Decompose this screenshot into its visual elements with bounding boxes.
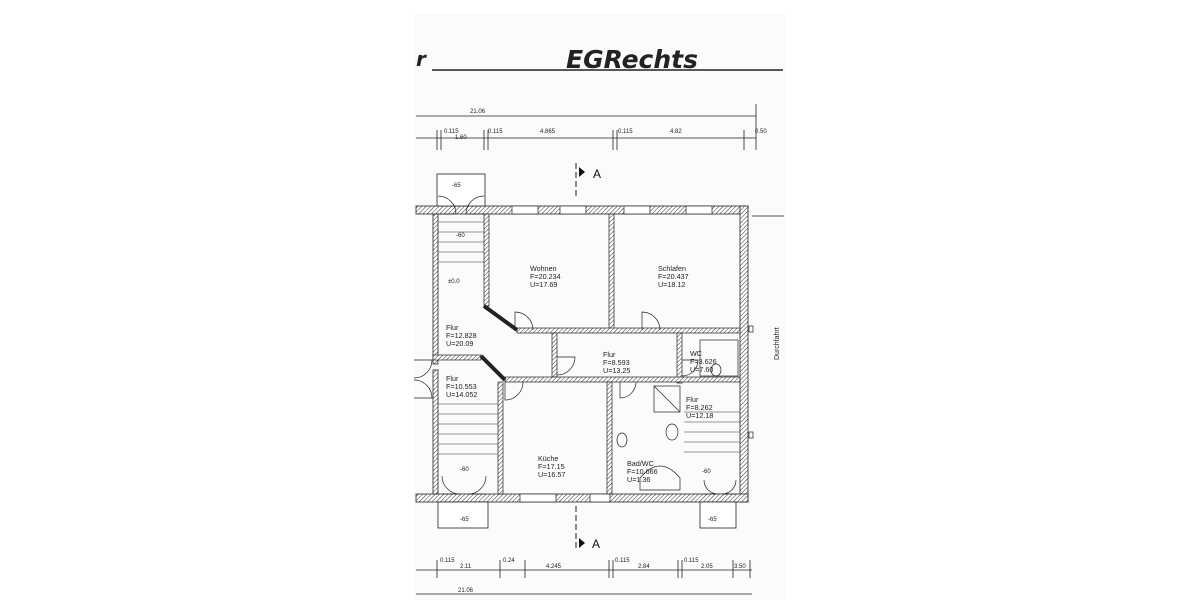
svg-text:F=12.828: F=12.828 [446, 331, 477, 340]
top-overall-dimension: 21.06 [470, 109, 486, 115]
bath-fixtures [616, 339, 739, 491]
top-dim-2: 1.60 [455, 135, 467, 141]
svg-text:U=7.60: U=7.60 [690, 365, 713, 374]
svg-text:F=8.262: F=8.262 [686, 403, 713, 412]
svg-text:WC: WC [690, 349, 702, 358]
section-marker-bottom: A [575, 506, 600, 551]
room-flur-4: Flur F=8.262 U=12.18 [686, 395, 713, 420]
svg-text:A: A [593, 167, 601, 181]
bottom-dim-3: 0.24 [503, 558, 515, 564]
svg-text:A: A [592, 537, 600, 551]
landing-top: -65 [436, 173, 486, 207]
angled-wall-lower [479, 354, 507, 382]
bottom-dimension-chain [416, 560, 752, 595]
svg-text:F=3.626: F=3.626 [690, 357, 717, 366]
top-dim-5: 0.115 [618, 129, 633, 135]
bottom-dim-5: 0.115 [615, 558, 630, 564]
bottom-dim-9: 3.50 [734, 564, 746, 570]
top-dim-3: 0.115 [488, 129, 503, 135]
svg-text:U=17.69: U=17.69 [530, 280, 557, 289]
landing-bottom-right: -65 [699, 501, 737, 529]
svg-text:F=10.666: F=10.666 [627, 467, 658, 476]
driveway-label: Durchfahrt [774, 327, 781, 360]
room-wc: WC F=3.626 U=7.60 [690, 349, 717, 374]
svg-text:F=20.437: F=20.437 [658, 272, 689, 281]
room-flur-2: Flur F=8.593 U=13.25 [603, 350, 630, 375]
bottom-windows [519, 493, 611, 503]
level-bottom-right-stair: -60 [702, 469, 711, 475]
svg-text:Wohnen: Wohnen [530, 264, 557, 273]
title-handwritten: EGRechts [566, 45, 698, 74]
landing-bottom-left: -65 [437, 501, 489, 529]
svg-text:Schlafen: Schlafen [658, 264, 686, 273]
bottom-dim-6: 2.84 [638, 564, 650, 570]
svg-text:U=13.25: U=13.25 [603, 366, 630, 375]
svg-text:Flur: Flur [686, 395, 699, 404]
room-bad-wc: Bad/WC F=10.666 U=1.36 [627, 459, 658, 484]
room-flur-3: Flur F=10.553 U=14.052 [446, 374, 477, 399]
level-top-hall: ±0.0 [448, 279, 460, 285]
bottom-dim-7: 0.115 [684, 558, 699, 564]
svg-text:U=1.36: U=1.36 [627, 475, 650, 484]
bottom-dim-8: 2.05 [701, 564, 713, 570]
stairs-top [438, 221, 484, 263]
svg-text:U=20.09: U=20.09 [446, 339, 473, 348]
svg-text:Flur: Flur [446, 323, 459, 332]
top-dim-4: 4.865 [540, 129, 556, 135]
svg-text:-65: -65 [708, 517, 717, 523]
svg-text:F=20.234: F=20.234 [530, 272, 561, 281]
room-flur-1: Flur F=12.828 U=20.09 [446, 323, 477, 348]
svg-text:F=10.553: F=10.553 [446, 382, 477, 391]
stairs-bottom-right [684, 411, 740, 453]
top-dim-1: 0.115 [444, 129, 459, 135]
stairs-bottom-left [438, 403, 498, 455]
title-fragment: r [416, 47, 427, 71]
bottom-dim-2: 2.11 [460, 564, 472, 570]
driveway-marks [748, 215, 784, 439]
room-wohnen: Wohnen F=20.234 U=17.69 [530, 264, 561, 289]
svg-text:U=12.18: U=12.18 [686, 411, 713, 420]
svg-text:F=17.15: F=17.15 [538, 462, 565, 471]
svg-text:F=8.593: F=8.593 [603, 358, 630, 367]
room-schlafen: Schlafen F=20.437 U=18.12 [658, 264, 689, 289]
door-swings [413, 195, 737, 495]
svg-text:Flur: Flur [446, 374, 459, 383]
level-bottom-left-stair: -60 [460, 467, 469, 473]
svg-text:Bad/WC: Bad/WC [627, 459, 654, 468]
room-kueche: Küche F=17.15 U=16.57 [538, 454, 565, 479]
bottom-dim-1: 0.115 [440, 558, 455, 564]
svg-text:U=14.052: U=14.052 [446, 390, 477, 399]
bottom-overall-dimension: 21.06 [458, 588, 474, 594]
svg-text:-65: -65 [460, 517, 469, 523]
top-dim-7: 0.50 [755, 129, 767, 135]
level-top-stair: -60 [456, 233, 465, 239]
svg-text:-65: -65 [452, 183, 461, 189]
svg-text:U=18.12: U=18.12 [658, 280, 685, 289]
section-marker-top: A [575, 163, 601, 198]
angled-wall-upper [482, 304, 519, 332]
top-dimension-chain [416, 104, 757, 150]
bottom-dim-4: 4.245 [546, 564, 562, 570]
top-dim-6: 4.82 [670, 129, 682, 135]
svg-text:U=16.57: U=16.57 [538, 470, 565, 479]
svg-text:Flur: Flur [603, 350, 616, 359]
top-windows [511, 205, 713, 215]
svg-text:Küche: Küche [538, 454, 558, 463]
